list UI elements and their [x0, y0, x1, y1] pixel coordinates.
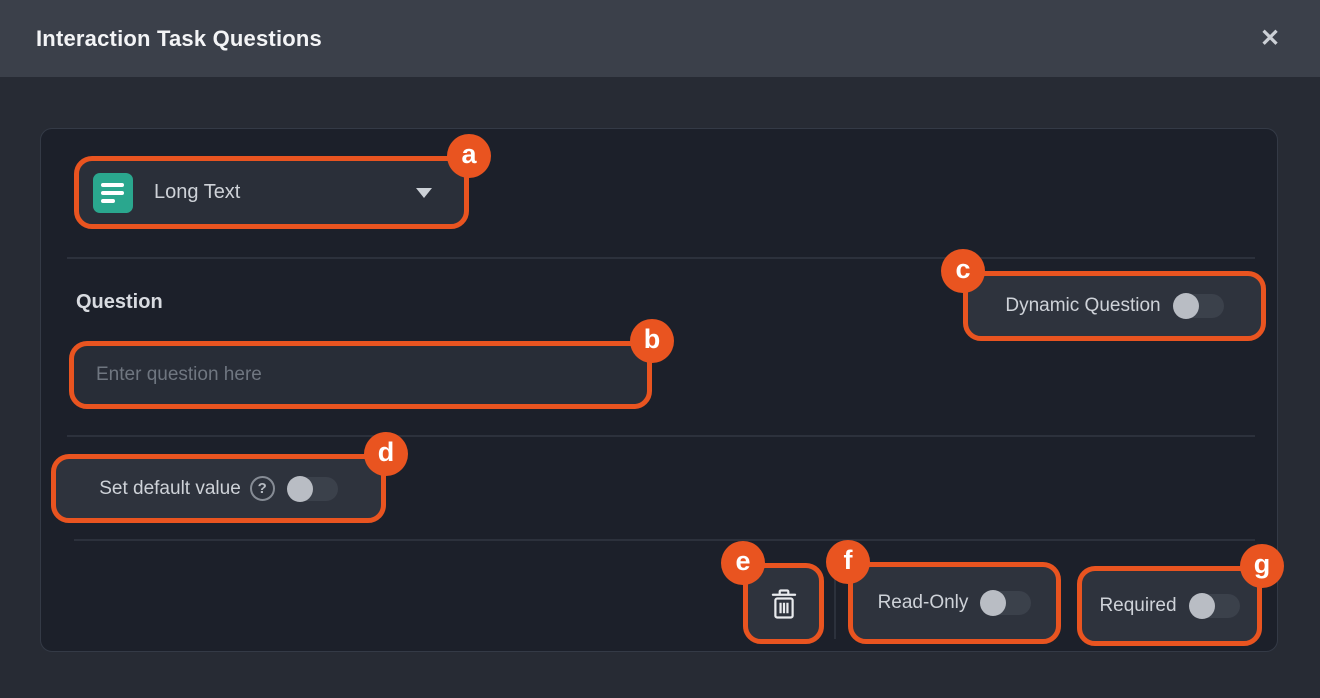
- close-icon: ✕: [1259, 25, 1281, 52]
- annotation-box-b: b: [69, 319, 674, 409]
- divider: [67, 257, 1255, 259]
- divider: [67, 435, 1255, 437]
- read-only-toggle-group: Read-Only: [853, 567, 1056, 639]
- annotation-badge-g: g: [1240, 544, 1284, 588]
- required-label: Required: [1099, 595, 1177, 616]
- trash-icon: [771, 588, 796, 619]
- annotation-box-a: Long Text a: [74, 134, 491, 229]
- modal-header: Interaction Task Questions ✕: [0, 0, 1320, 77]
- chevron-down-icon: [416, 187, 432, 198]
- dynamic-question-toggle-group: Dynamic Question: [968, 276, 1261, 336]
- annotation-badge-f: f: [826, 540, 870, 584]
- read-only-toggle[interactable]: [980, 590, 1032, 616]
- divider: [74, 539, 1255, 541]
- annotation-badge-e: e: [721, 541, 765, 585]
- annotation-badge-c: c: [941, 249, 985, 293]
- long-text-icon: [93, 172, 133, 213]
- annotation-box-f: Read-Only f: [826, 540, 1061, 644]
- annotation-box-d: Set default value ? d: [51, 432, 408, 523]
- modal-title: Interaction Task Questions: [36, 25, 322, 51]
- toggle-knob: [1188, 593, 1215, 619]
- divider: [834, 575, 836, 639]
- dynamic-question-toggle[interactable]: [1172, 293, 1224, 319]
- annotation-badge-d: d: [364, 432, 408, 476]
- set-default-toggle[interactable]: [286, 475, 338, 502]
- question-type-dropdown[interactable]: Long Text: [79, 161, 464, 224]
- question-input[interactable]: [74, 346, 647, 404]
- close-button[interactable]: ✕: [1242, 0, 1298, 77]
- question-type-value: Long Text: [154, 181, 241, 203]
- annotation-box-e: e: [721, 541, 824, 644]
- toggle-knob: [286, 475, 313, 502]
- toggle-knob: [1172, 293, 1199, 319]
- required-toggle-group: Required: [1082, 571, 1257, 641]
- set-default-label: Set default value: [99, 477, 241, 499]
- set-default-toggle-group: Set default value ?: [56, 459, 381, 518]
- read-only-label: Read-Only: [877, 592, 969, 613]
- dynamic-question-label: Dynamic Question: [1005, 295, 1161, 316]
- help-icon[interactable]: ?: [249, 476, 275, 501]
- annotation-badge-a: a: [447, 134, 491, 178]
- question-card: Long Text a Question Dynamic Question c …: [40, 128, 1284, 652]
- toggle-knob: [980, 590, 1007, 616]
- delete-question-button[interactable]: [748, 568, 819, 639]
- required-toggle[interactable]: [1188, 593, 1240, 619]
- annotation-box-c: Dynamic Question c: [941, 249, 1266, 341]
- annotation-badge-b: b: [630, 319, 674, 363]
- question-label: Question: [76, 291, 163, 313]
- annotation-box-g: Required g: [1077, 544, 1284, 646]
